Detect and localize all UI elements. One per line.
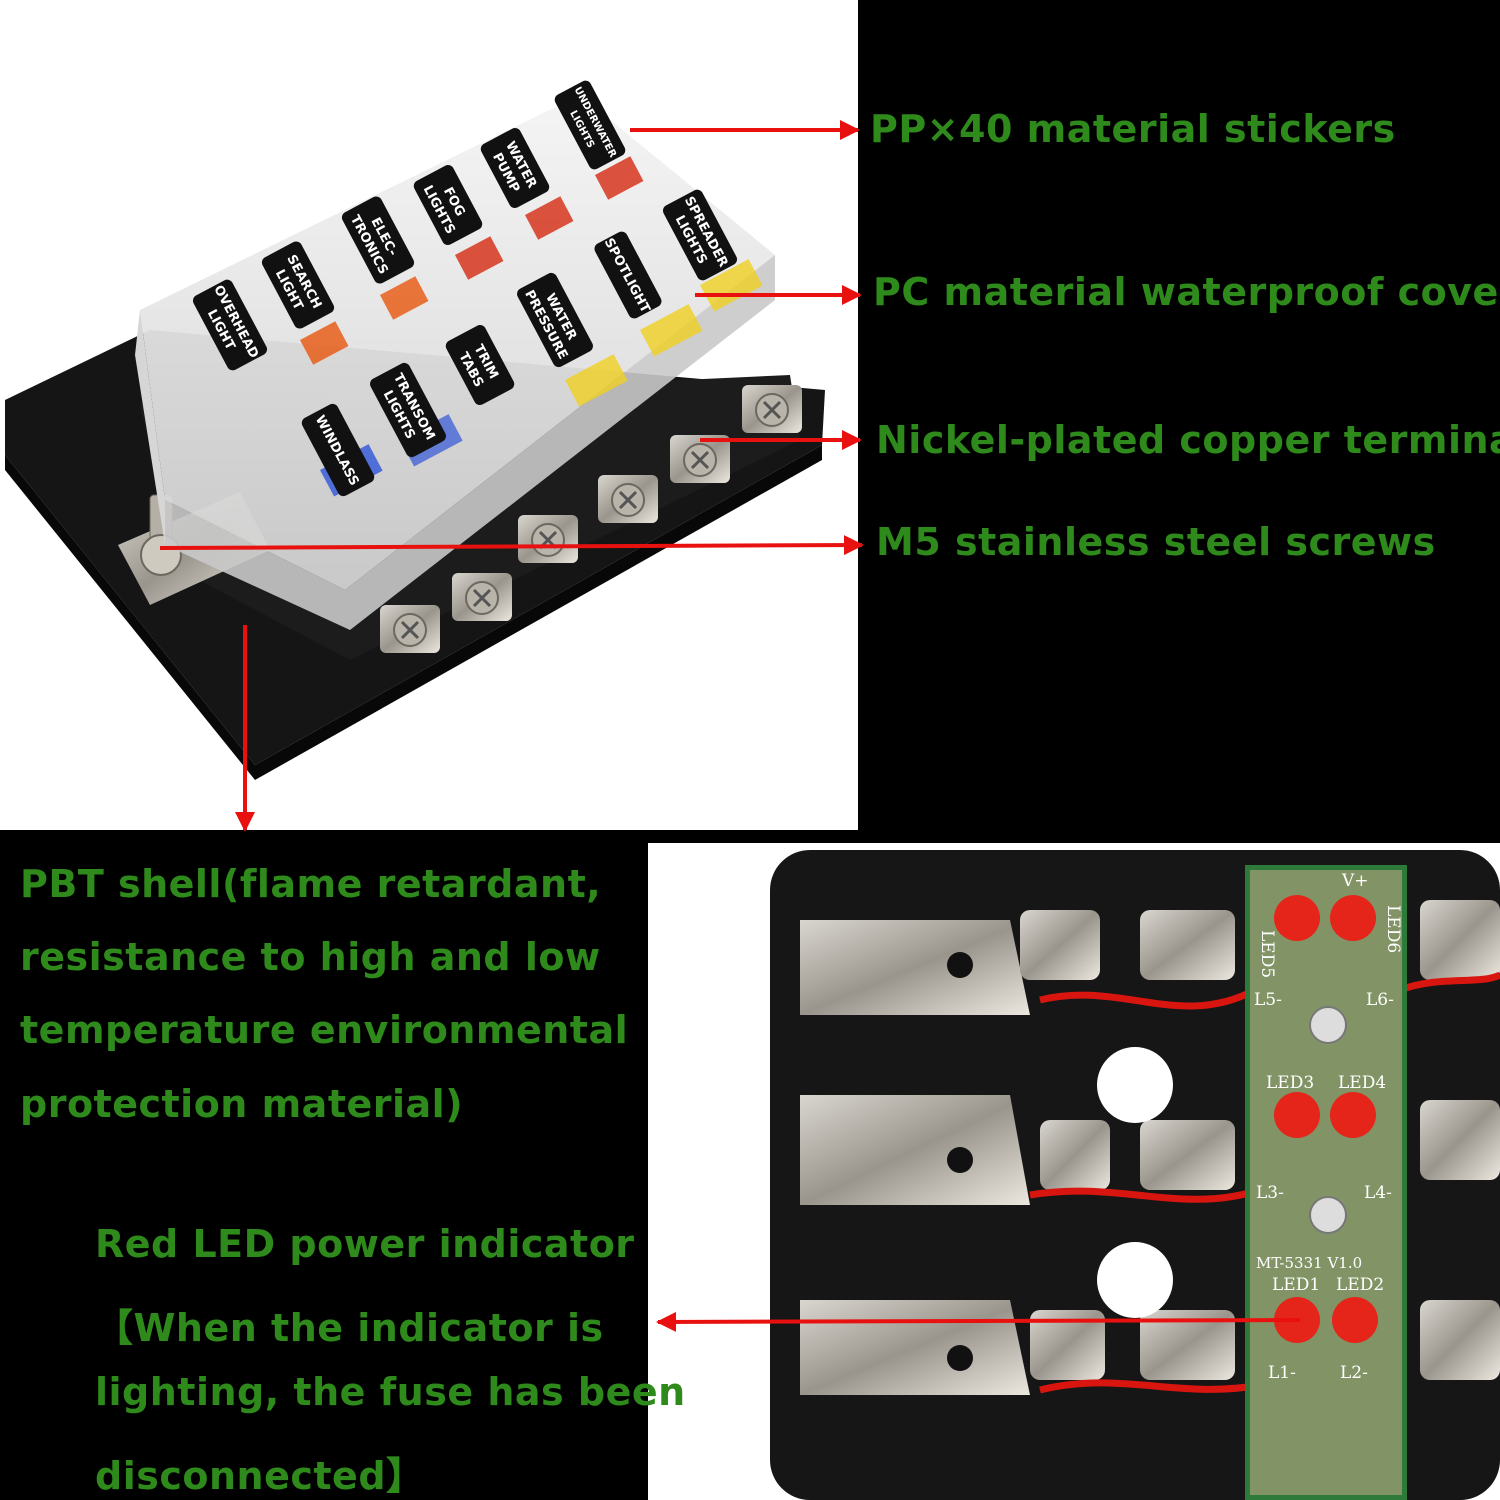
pcb-label-l6: L6- [1366,990,1394,1010]
callout-stickers: PP×40 material stickers [870,107,1396,151]
pcb-label-l5: L5- [1254,990,1282,1010]
callout-led-line-4: disconnected】 [95,1454,425,1498]
arrow-screws [159,535,864,556]
pcb-label-model: MT-5331 V1.0 [1256,1254,1362,1272]
pcb-label-led5: LED5 [1257,930,1277,978]
red-leds [1274,895,1378,1343]
callout-shell-line-1: PBT shell(flame retardant, [20,862,602,906]
callout-screws: M5 stainless steel screws [876,520,1436,564]
pcb-label-l2: L2- [1340,1363,1368,1383]
callout-arrows [159,120,1301,1332]
led-board-closeup: V+ LED5 LED6 L5- L6- LED3 LED4 L3- L4- M… [770,850,1500,1500]
callout-led-line-1: Red LED power indicator [95,1222,635,1266]
pcb-label-led2: LED2 [1336,1275,1384,1295]
pcb-label-led4: LED4 [1338,1073,1386,1093]
callout-shell-line-4: protection material) [20,1082,464,1126]
pcb-label-led3: LED3 [1266,1073,1314,1093]
pcb-label-l1: L1- [1268,1363,1296,1383]
arrow-led [656,1311,1301,1332]
callout-shell-line-3: temperature environmental [20,1008,629,1052]
pcb-label-led6: LED6 [1383,905,1403,953]
pcb-label-vplus: V+ [1341,871,1369,891]
spade-terminals [800,900,1500,1395]
copper-terminals [380,385,802,653]
pcb-label-led1: LED1 [1272,1275,1320,1295]
pcb-label-l4: L4- [1364,1183,1392,1203]
callout-led-line-2: 【When the indicator is [95,1306,604,1350]
callout-cover: PC material waterproof cover [873,270,1500,314]
callout-terminal: Nickel-plated copper terminal [876,418,1500,462]
pcb-label-l3: L3- [1256,1183,1284,1203]
callout-led-line-3: lighting, the fuse has been [95,1370,686,1414]
callout-shell-line-2: resistance to high and low [20,935,601,979]
